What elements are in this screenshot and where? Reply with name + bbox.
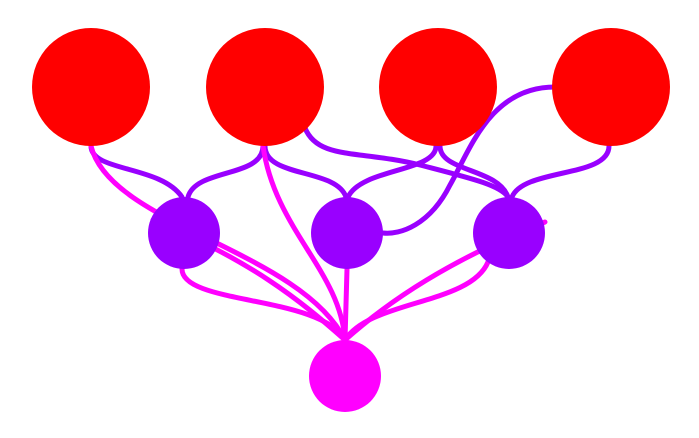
top-node-t3 xyxy=(379,28,497,146)
node-layer xyxy=(32,28,670,412)
edge-t4-m3 xyxy=(509,143,612,200)
middle-node-m2 xyxy=(311,197,383,269)
edge-m1-b1 xyxy=(179,266,348,343)
top-node-t4 xyxy=(552,28,670,146)
middle-node-m1 xyxy=(148,197,220,269)
edge-m2-b1 xyxy=(342,266,350,343)
edge-t3-m2 xyxy=(345,143,439,200)
top-node-t2 xyxy=(206,28,324,146)
edge-t2-b1 xyxy=(260,143,348,343)
edge-t2-m1 xyxy=(185,143,266,200)
edge-m3-b1 xyxy=(342,259,491,343)
edge-t2-m2 xyxy=(262,143,349,200)
top-node-t1 xyxy=(32,28,150,146)
bottom-node-b1 xyxy=(309,340,381,412)
edge-t4-m2 xyxy=(380,84,558,236)
middle-node-m3 xyxy=(473,197,545,269)
edge-t3-m3 xyxy=(437,143,511,200)
